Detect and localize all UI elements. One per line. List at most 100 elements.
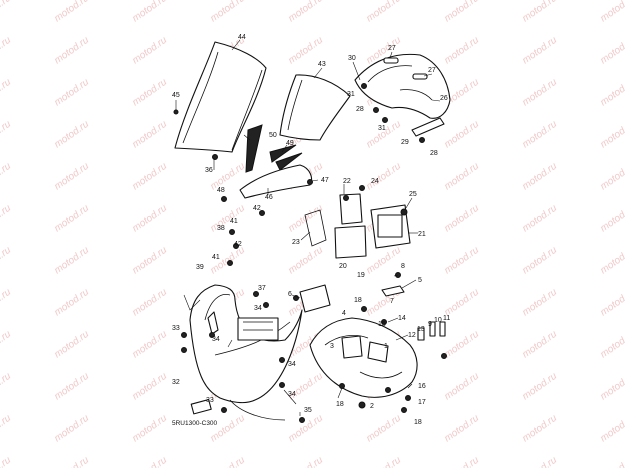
watermark-text-116: motod.ru <box>442 413 481 445</box>
watermark-text-58: motod.ru <box>598 161 625 193</box>
watermark-text-51: motod.ru <box>52 161 91 193</box>
watermark-text-91: motod.ru <box>52 329 91 361</box>
watermark-text-112: motod.ru <box>130 413 169 445</box>
watermark-text-21: motod.ru <box>52 35 91 67</box>
callout-33a: 33 <box>172 325 180 332</box>
callout-17: 17 <box>418 399 426 406</box>
watermark-text-47: motod.ru <box>520 119 559 151</box>
watermark-text-107: motod.ru <box>520 371 559 403</box>
watermark-text-111: motod.ru <box>52 413 91 445</box>
callout-28b: 28 <box>430 150 438 157</box>
watermark-text-72: motod.ru <box>130 245 169 277</box>
watermark-text-11: motod.ru <box>52 0 91 24</box>
diagram-code: 5RU1300-C300 <box>172 420 218 427</box>
meter-assembly <box>304 193 411 259</box>
watermark-text-110: motod.ru <box>0 413 13 445</box>
watermark-text-97: motod.ru <box>520 329 559 361</box>
watermark-text-31: motod.ru <box>52 77 91 109</box>
watermark-text-115: motod.ru <box>364 413 403 445</box>
callout-34c: 34 <box>288 361 296 368</box>
watermark-text-48: motod.ru <box>598 119 625 151</box>
watermark-text-38: motod.ru <box>598 77 625 109</box>
callout-3: 3 <box>330 343 334 350</box>
watermark-text-117: motod.ru <box>520 413 559 445</box>
watermark-text-62: motod.ru <box>130 203 169 235</box>
watermark-text-122: motod.ru <box>130 455 169 468</box>
callout-19: 19 <box>357 272 365 279</box>
watermark-text-113: motod.ru <box>208 413 247 445</box>
callout-6: 6 <box>288 291 292 298</box>
watermark-text-41: motod.ru <box>52 119 91 151</box>
watermark-text-88: motod.ru <box>598 287 625 319</box>
watermark-text-68: motod.ru <box>598 203 625 235</box>
lower-cover <box>309 317 418 398</box>
callout-27b: 27 <box>428 67 436 74</box>
watermark-text-96: motod.ru <box>442 329 481 361</box>
watermark-text-55: motod.ru <box>364 161 403 193</box>
watermark-text-106: motod.ru <box>442 371 481 403</box>
watermark-text-27: motod.ru <box>520 35 559 67</box>
watermark-text-30: motod.ru <box>0 77 13 109</box>
watermark-text-13: motod.ru <box>208 0 247 24</box>
callout-29: 29 <box>401 139 409 146</box>
watermark-text-76: motod.ru <box>442 245 481 277</box>
callout-49: 49 <box>286 140 294 147</box>
watermark-text-121: motod.ru <box>52 455 91 468</box>
watermark-text-100: motod.ru <box>0 371 13 403</box>
watermark-text-20: motod.ru <box>0 35 13 67</box>
watermark-text-75: motod.ru <box>364 245 403 277</box>
watermark-text-126: motod.ru <box>442 455 481 468</box>
callout-18b: 18 <box>336 401 344 408</box>
watermark-text-22: motod.ru <box>130 35 169 67</box>
watermark-text-78: motod.ru <box>598 245 625 277</box>
callout-20: 20 <box>339 263 347 270</box>
callout-7: 7 <box>390 298 394 305</box>
watermark-text-128: motod.ru <box>598 455 625 468</box>
callout-38: 38 <box>217 225 225 232</box>
callout-41b: 41 <box>212 254 220 261</box>
watermark-text-18: motod.ru <box>598 0 625 24</box>
watermark-text-123: motod.ru <box>208 455 247 468</box>
watermark-text-28: motod.ru <box>598 35 625 67</box>
watermark-text-61: motod.ru <box>52 203 91 235</box>
callout-34b: 34 <box>212 336 220 343</box>
bracket-rods <box>245 124 303 173</box>
watermark-text-14: motod.ru <box>286 0 325 24</box>
callout-31b: 31 <box>378 125 386 132</box>
watermark-text-125: motod.ru <box>364 455 403 468</box>
watermark-text-57: motod.ru <box>520 161 559 193</box>
inner-panel <box>239 164 313 199</box>
watermark-text-32: motod.ru <box>130 77 169 109</box>
callout-10: 10 <box>434 317 442 324</box>
watermark-text-40: motod.ru <box>0 119 13 151</box>
callout-42b: 42 <box>234 241 242 248</box>
watermark-text-77: motod.ru <box>520 245 559 277</box>
watermark-text-42: motod.ru <box>130 119 169 151</box>
callout-25: 25 <box>409 191 417 198</box>
callout-37: 37 <box>258 285 266 292</box>
callout-16: 16 <box>418 383 426 390</box>
watermark-text-118: motod.ru <box>598 413 625 445</box>
callout-2: 2 <box>370 403 374 410</box>
callout-43: 43 <box>318 61 326 68</box>
callout-27a: 27 <box>388 45 396 52</box>
callout-39: 39 <box>196 264 204 271</box>
watermark-text-50: motod.ru <box>0 161 13 193</box>
callout-46: 46 <box>265 194 273 201</box>
callout-18a: 18 <box>354 297 362 304</box>
callout-1: 1 <box>384 343 388 350</box>
callout-36: 36 <box>205 167 213 174</box>
callout-14: 14 <box>398 315 406 322</box>
windshield <box>174 41 267 153</box>
watermark-text-74: motod.ru <box>286 245 325 277</box>
watermark-text-60: motod.ru <box>0 203 13 235</box>
watermark-text-37: motod.ru <box>520 77 559 109</box>
fasteners <box>173 83 447 423</box>
watermark-text-108: motod.ru <box>598 371 625 403</box>
callout-32: 32 <box>172 379 180 386</box>
callout-42a: 42 <box>253 205 261 212</box>
watermark-text-101: motod.ru <box>52 371 91 403</box>
watermark-text-10: motod.ru <box>0 0 13 24</box>
